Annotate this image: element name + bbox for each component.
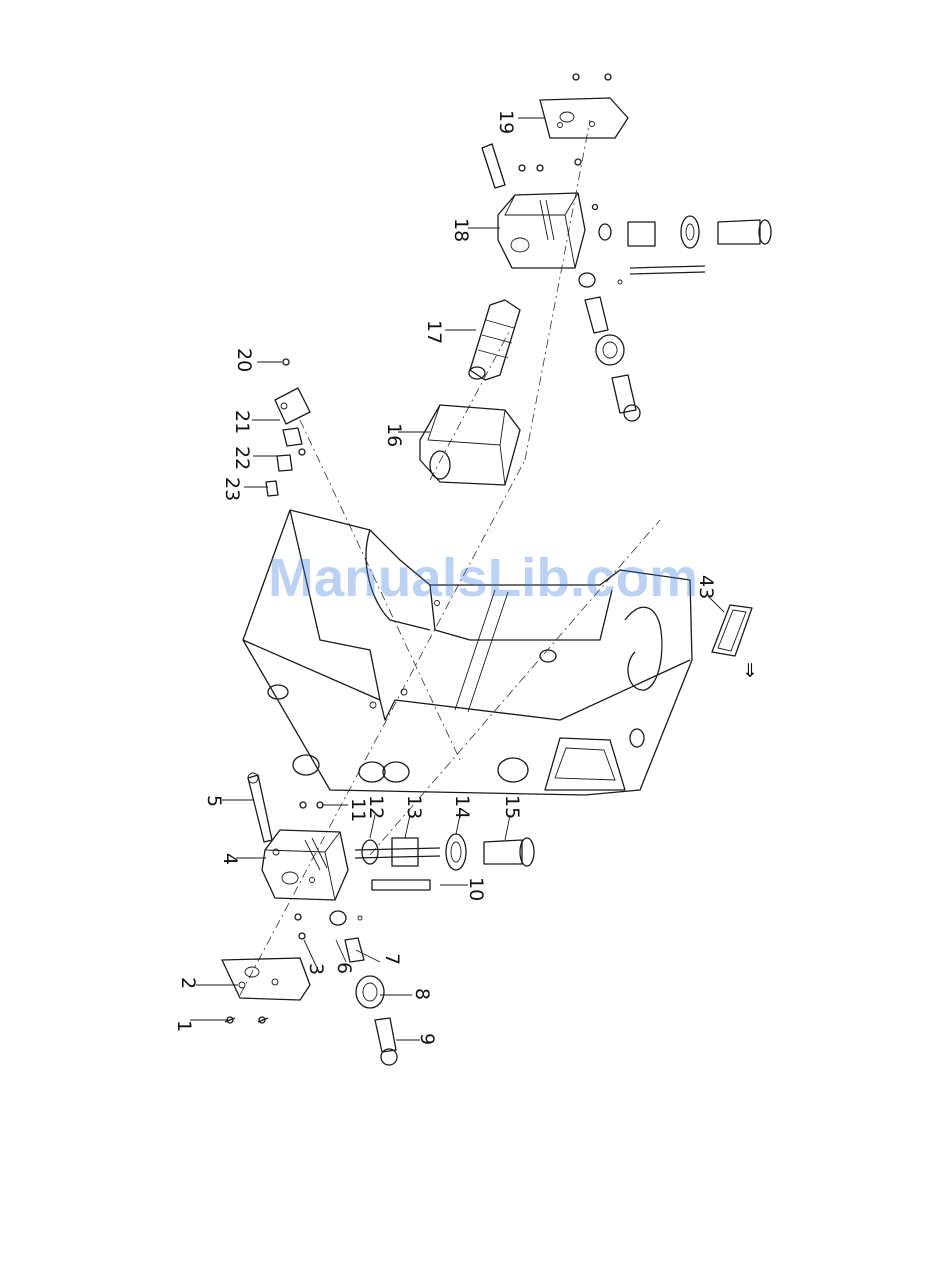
part-label-22: 22 [231, 446, 253, 470]
part-label-5: 5 [203, 795, 225, 807]
part-label-10: 10 [465, 877, 487, 901]
part-label-16: 16 [383, 423, 405, 447]
part-label-13: 13 [403, 795, 425, 819]
part-label-4: 4 [219, 853, 241, 865]
watermark: ManualsLib.com [268, 548, 698, 608]
right-assembly [482, 74, 771, 421]
part-label-14: 14 [451, 795, 473, 819]
part-label-9: 9 [416, 1033, 438, 1045]
part-label-17: 17 [423, 320, 445, 344]
arrow-glyph: ⇒ [739, 662, 761, 678]
part-label-3: 3 [305, 963, 327, 975]
part-label-23: 23 [221, 477, 243, 501]
part-label-2: 2 [177, 977, 199, 989]
part-label-12: 12 [365, 795, 387, 819]
part-label-20: 20 [233, 348, 255, 372]
part-label-21: 21 [231, 410, 253, 434]
part-label-1: 1 [173, 1020, 195, 1032]
part-label-15: 15 [501, 795, 523, 819]
part-label-19: 19 [495, 110, 517, 134]
middle-parts [266, 300, 520, 496]
cover-plate [712, 605, 752, 656]
part-label-7: 7 [381, 953, 403, 965]
part-label-6: 6 [333, 962, 355, 974]
part-label-8: 8 [411, 988, 433, 1000]
part-label-43: 43 [695, 575, 717, 599]
part-label-18: 18 [450, 218, 472, 242]
